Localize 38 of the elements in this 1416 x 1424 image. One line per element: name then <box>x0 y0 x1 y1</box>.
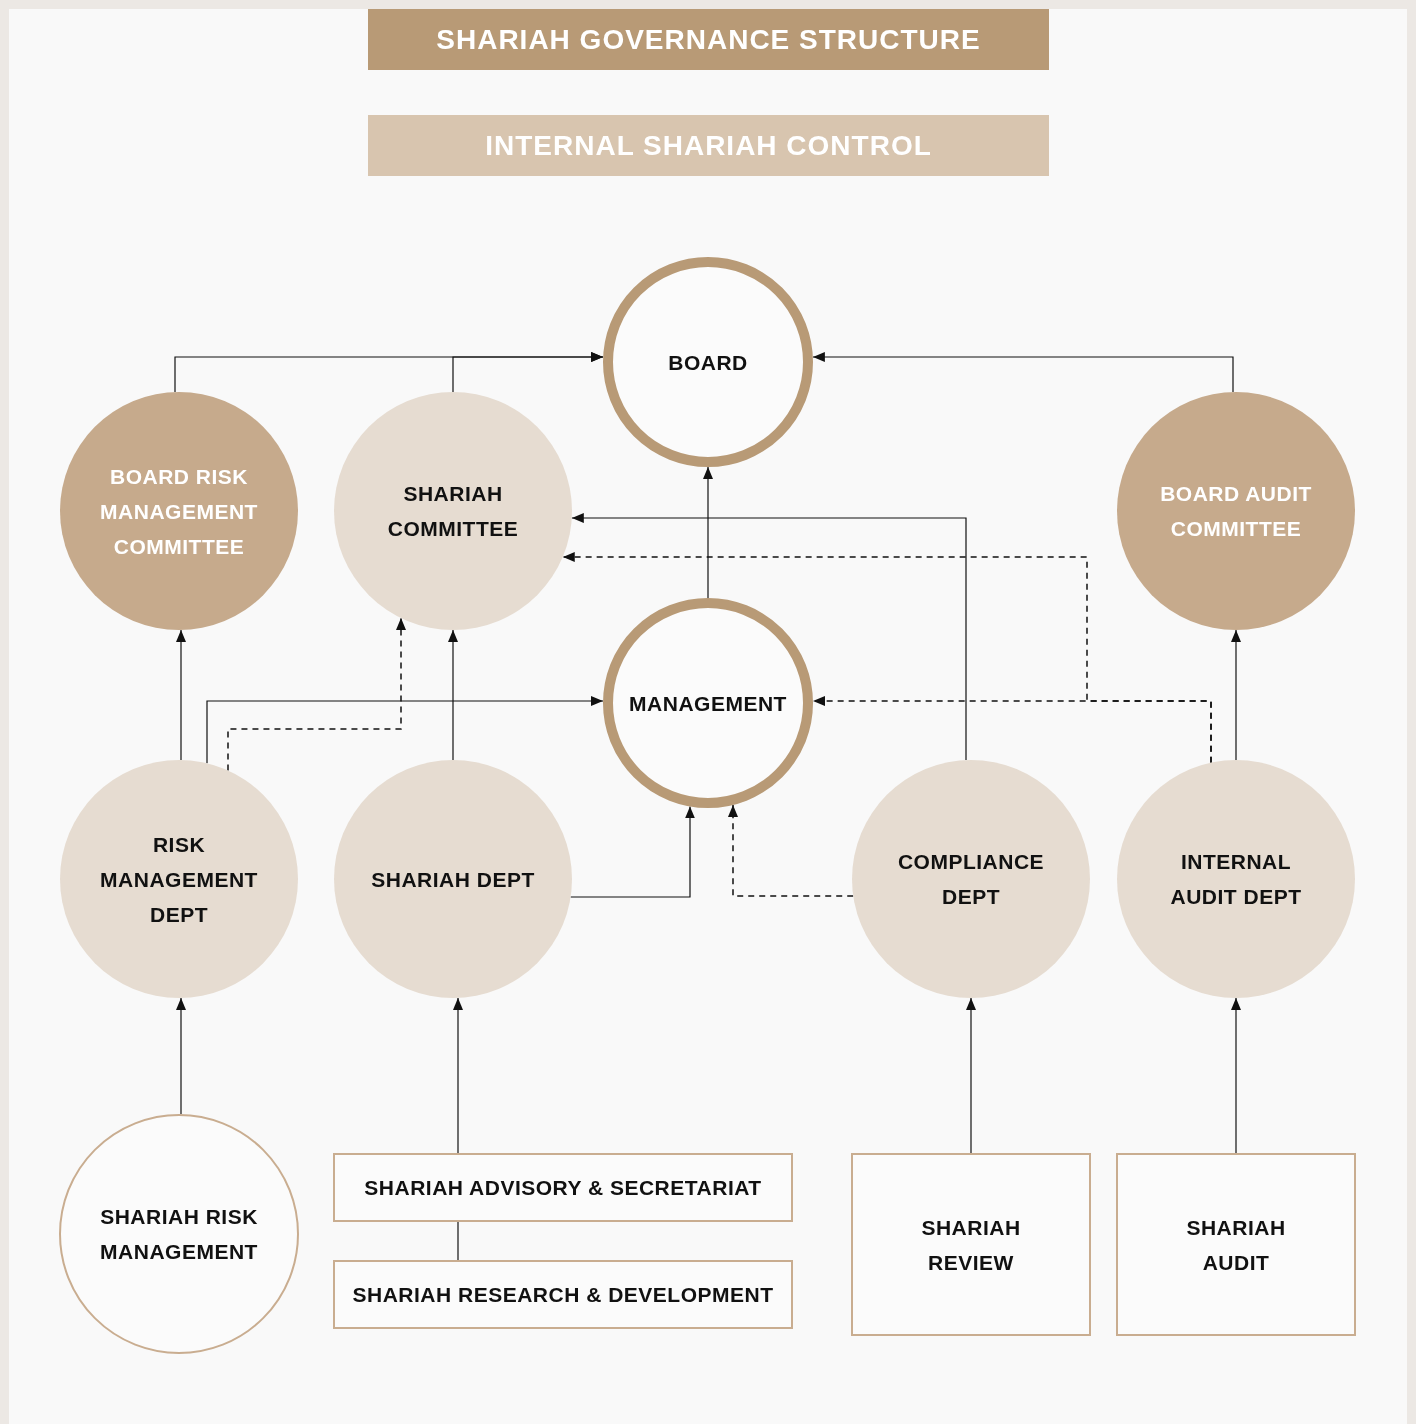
node-label: SHARIAH REVIEW <box>920 1214 1022 1276</box>
arrow <box>812 352 1234 393</box>
node-label: SHARIAH AUDIT <box>1185 1214 1287 1276</box>
arrow <box>703 466 713 599</box>
text-box <box>333 1260 793 1329</box>
arrow <box>452 352 604 393</box>
banner <box>368 115 1049 176</box>
node-label: SHARIAH COMMITTEE <box>386 481 520 542</box>
arrow <box>966 997 976 1154</box>
arrow <box>206 696 604 764</box>
node-label: COMPLIANCE DEPT <box>896 849 1046 910</box>
arrow <box>176 997 186 1115</box>
text-box <box>851 1153 1091 1336</box>
arrow <box>1231 997 1241 1154</box>
node-label: BOARD <box>668 349 748 376</box>
text-box <box>333 1153 793 1222</box>
arrow <box>1231 629 1241 761</box>
node-label: SHARIAH RISK MANAGEMENT <box>99 1204 259 1265</box>
connector-line <box>457 1221 459 1261</box>
text-box <box>1116 1153 1356 1336</box>
arrow <box>812 696 1212 764</box>
arrow <box>728 804 854 897</box>
title-banner: SHARIAH GOVERNANCE STRUCTURE <box>368 9 1049 70</box>
node-label: BOARD AUDIT COMMITTEE <box>1159 481 1313 542</box>
node-label: SHARIAH ADVISORY & SECRETARIAT <box>364 1175 762 1201</box>
arrow <box>453 997 463 1154</box>
arrow <box>227 617 406 772</box>
node-label: BOARD RISK MANAGEMENT COMMITTEE <box>99 463 259 560</box>
arrow <box>448 629 458 761</box>
arrow <box>570 805 695 898</box>
arrow <box>176 629 186 761</box>
node-label: MANAGEMENT <box>629 690 787 717</box>
arrow <box>571 513 967 761</box>
node-label: INTERNAL SHARIAH CONTROL <box>485 129 932 163</box>
node-label: SHARIAH RESEARCH & DEVELOPMENT <box>352 1282 774 1308</box>
node-label: INTERNAL AUDIT DEPT <box>1169 849 1303 910</box>
node-label: SHARIAH DEPT <box>371 866 535 893</box>
node-label: RISK MANAGEMENT DEPT <box>99 831 259 928</box>
